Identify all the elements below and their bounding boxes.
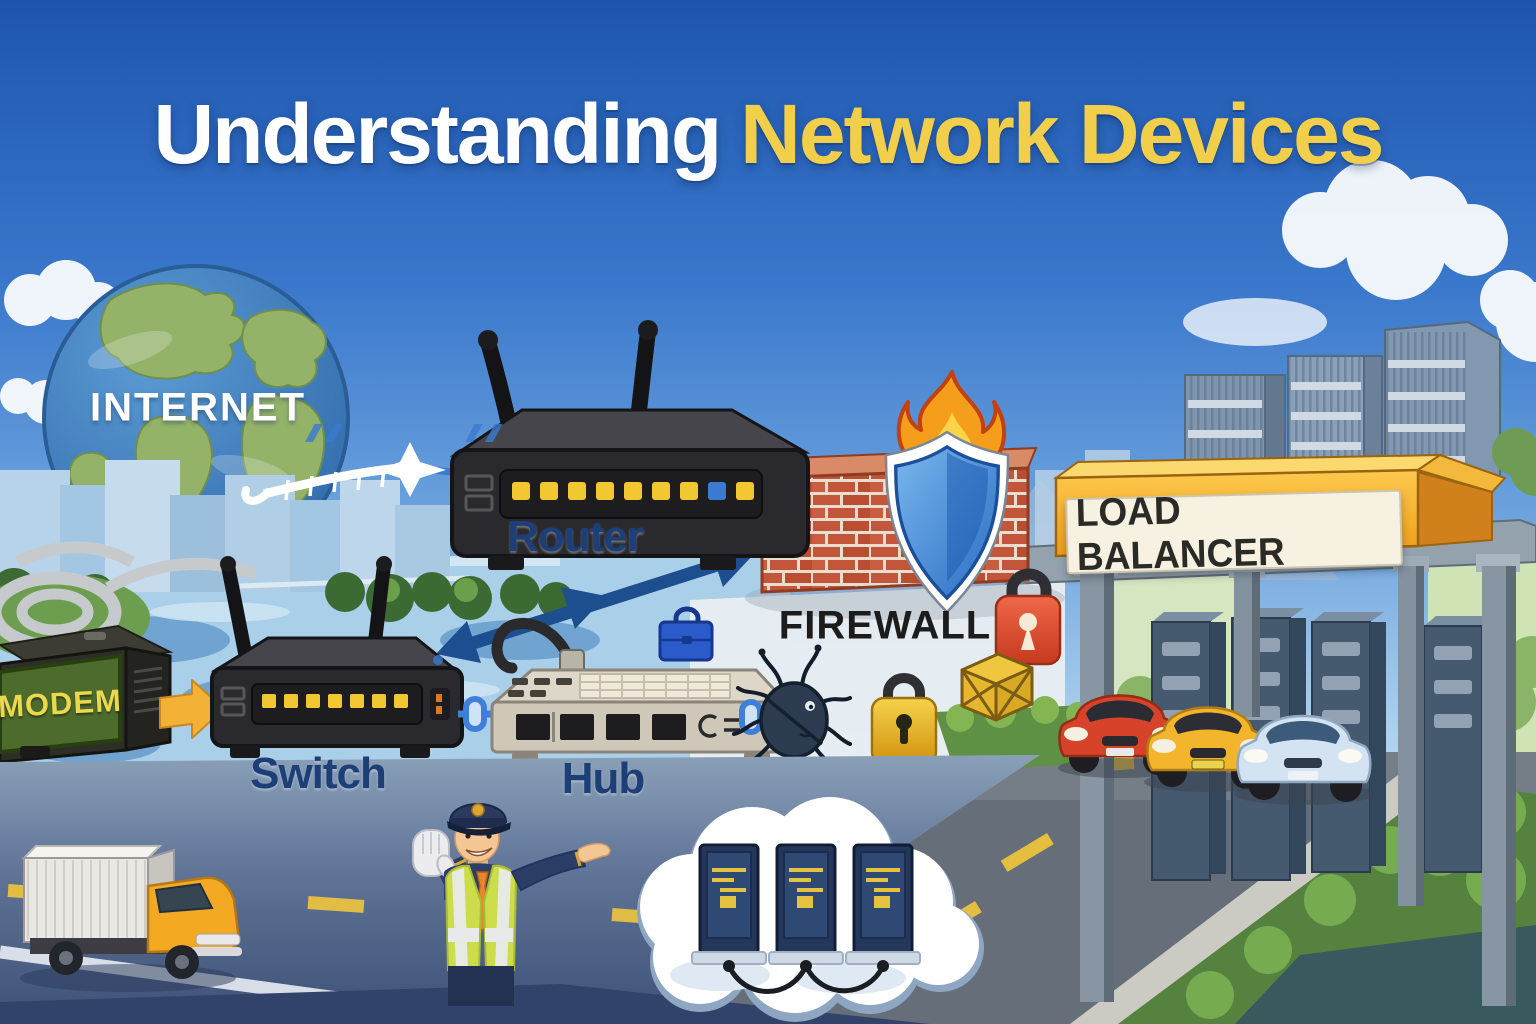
load-balancer-area <box>640 453 1536 1024</box>
hub <box>490 617 790 762</box>
padlock-gold-icon <box>870 673 938 766</box>
police-cap <box>447 803 511 836</box>
padlock-red-icon <box>994 568 1062 666</box>
bug-icon <box>732 644 852 770</box>
switch <box>210 556 464 758</box>
pointing-arm <box>510 842 611 892</box>
arrow-modem-to-switch <box>159 679 225 739</box>
hi-vis-vest <box>444 864 518 971</box>
router <box>304 320 811 570</box>
truck <box>20 845 242 992</box>
shield-icon <box>884 430 1010 614</box>
internet-cable <box>241 442 473 505</box>
modem <box>0 624 174 764</box>
car-blue <box>1234 714 1374 805</box>
briefcase-icon <box>658 606 714 662</box>
pillars <box>1074 554 1520 1006</box>
modem-label: MODEM <box>0 682 123 725</box>
load-balancer-sign: LOAD BALANCER <box>1065 489 1403 579</box>
switch-label: Switch <box>250 749 387 798</box>
internet-label: INTERNET <box>90 385 306 430</box>
hub-label: Hub <box>561 754 646 803</box>
cloud-server-towers <box>691 843 921 994</box>
title-words-network-devices: Network Devices <box>740 87 1384 181</box>
firewall-label: FIREWALL <box>778 603 992 648</box>
cloud-servers <box>637 797 984 1022</box>
load-balancer-label: LOAD BALANCER <box>1075 489 1286 580</box>
sparkle-icon <box>375 442 446 497</box>
traffic-officer <box>412 803 611 1006</box>
title-word-understanding: Understanding <box>153 87 722 181</box>
package-icon <box>960 652 1034 722</box>
firewall <box>745 370 1065 620</box>
router-label: Router <box>507 512 644 561</box>
